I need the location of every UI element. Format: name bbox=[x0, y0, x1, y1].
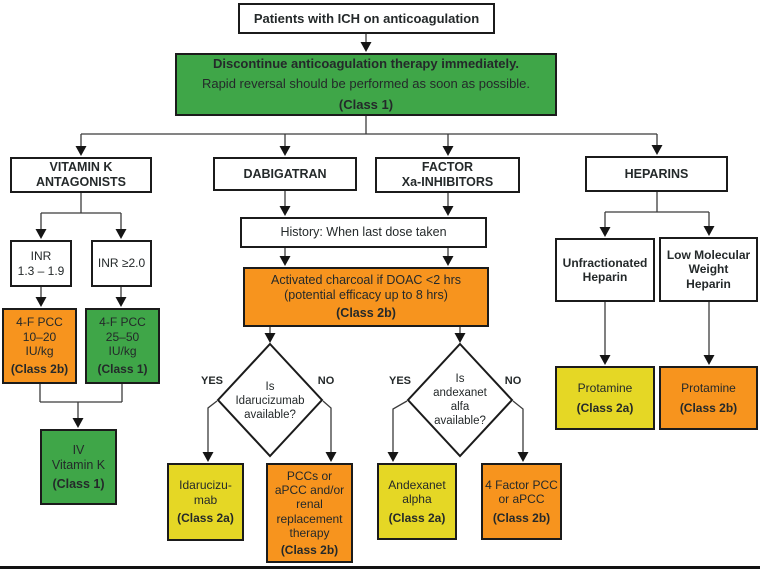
discontinue-line2: Rapid reversal should be performed as so… bbox=[201, 76, 531, 92]
unfractionated-heparin-node: Unfractionated Heparin bbox=[555, 238, 655, 302]
d2-no-label: NO bbox=[504, 375, 522, 387]
andexanet-decision-label: Is andexanet alfa available? bbox=[433, 372, 487, 428]
pccs-renal-replacement-node: PCCs or aPCC and/or renal replacement th… bbox=[266, 463, 353, 563]
discontinue-line1: Discontinue anticoagulation therapy imme… bbox=[212, 56, 520, 72]
start-label: Patients with ICH on anticoagulation bbox=[253, 10, 480, 26]
branch-dabigatran: DABIGATRAN bbox=[213, 157, 357, 191]
inr-high-node: INR ≥2.0 bbox=[91, 240, 152, 287]
bottom-border bbox=[0, 566, 760, 569]
andexanet-decision-diamond bbox=[406, 342, 514, 458]
andexanet-node: Andexanet alpha (Class 2a) bbox=[377, 463, 457, 540]
four-factor-pcc-node: 4 Factor PCC or aPCC (Class 2b) bbox=[481, 463, 562, 540]
start-node: Patients with ICH on anticoagulation bbox=[238, 3, 495, 34]
pcc-high-dose-node: 4-F PCC 25–50 IU/kg (Class 1) bbox=[85, 308, 160, 384]
pcc-low-dose-node: 4-F PCC 10–20 IU/kg (Class 2b) bbox=[2, 308, 77, 384]
decision-diamonds bbox=[216, 342, 514, 458]
d1-no-label: NO bbox=[317, 375, 335, 387]
discontinue-node: Discontinue anticoagulation therapy imme… bbox=[175, 53, 557, 116]
connectors bbox=[35, 33, 715, 462]
discontinue-class: (Class 1) bbox=[338, 96, 394, 112]
inr-low-node: INR 1.3 – 1.9 bbox=[10, 240, 72, 287]
branch-factor-xa-inhibitors: FACTOR Xa-INHIBITORS bbox=[375, 157, 520, 193]
branch-vitamin-k-antagonists: VITAMIN K ANTAGONISTS bbox=[10, 157, 152, 193]
d1-yes-label: YES bbox=[200, 375, 224, 387]
activated-charcoal-node: Activated charcoal if DOAC <2 hrs (poten… bbox=[243, 267, 489, 327]
history-node: History: When last dose taken bbox=[240, 217, 487, 248]
protamine-2a-node: Protamine (Class 2a) bbox=[555, 366, 655, 430]
lmw-heparin-node: Low Molecular Weight Heparin bbox=[659, 237, 758, 302]
branch-heparins: HEPARINS bbox=[585, 156, 728, 192]
iv-vitamin-k-node: IV Vitamin K (Class 1) bbox=[40, 429, 117, 505]
d2-yes-label: YES bbox=[388, 375, 412, 387]
protamine-2b-node: Protamine (Class 2b) bbox=[659, 366, 758, 430]
idarucizumab-decision-diamond bbox=[216, 342, 324, 458]
idarucizumab-node: Idarucizu- mab (Class 2a) bbox=[167, 463, 244, 541]
idarucizumab-decision-label: Is Idarucizumab available? bbox=[235, 380, 305, 422]
